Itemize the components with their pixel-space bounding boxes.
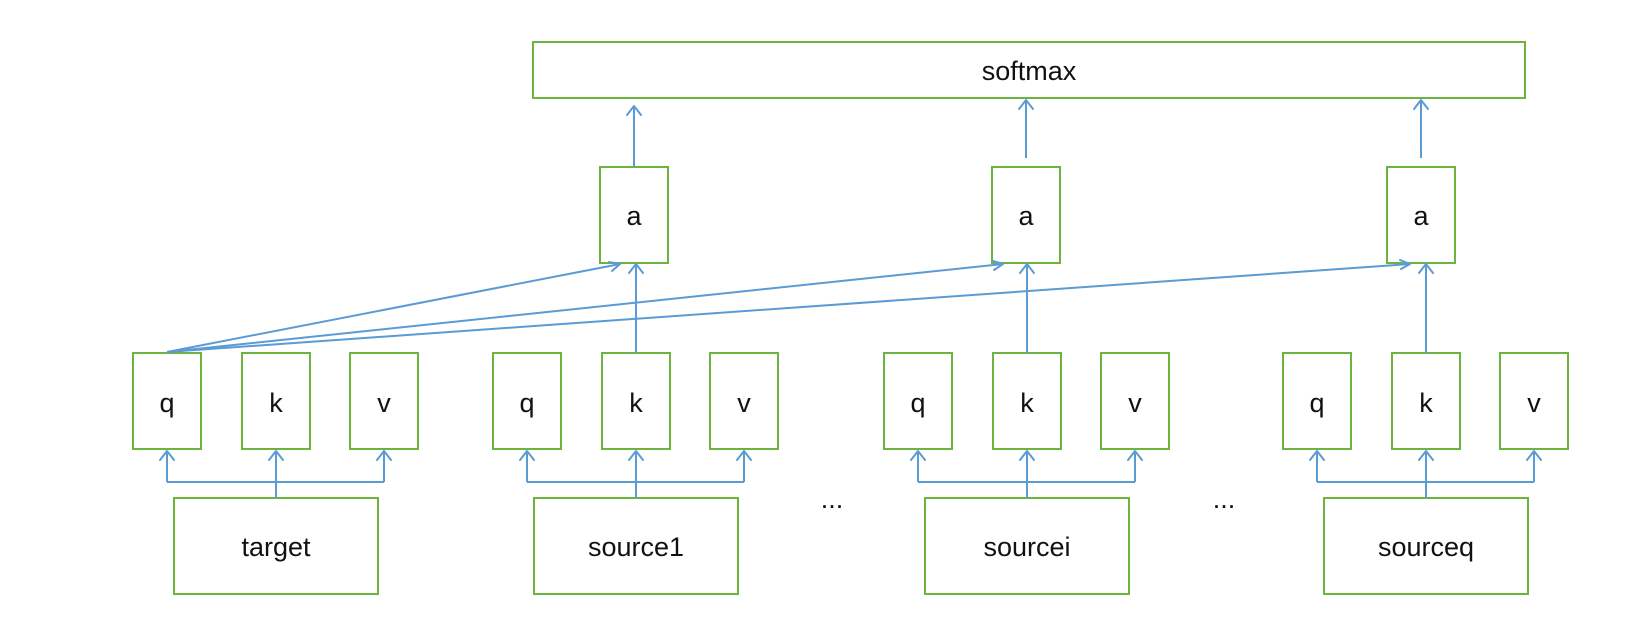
q-label: q (159, 388, 174, 418)
group-sourcei: q k v sourcei (883, 352, 1170, 595)
input-label: sourceq (1378, 532, 1474, 562)
attention-node-2: a (991, 166, 1061, 264)
attention-to-softmax-connectors (626, 99, 1429, 167)
v-node (1499, 352, 1569, 450)
v-node (1100, 352, 1170, 450)
attention-node-3: a (1386, 166, 1456, 264)
attention-label-1: a (626, 201, 642, 231)
v-label: v (737, 388, 751, 418)
group-target: q k v target (132, 352, 419, 595)
k-label: k (1419, 388, 1433, 418)
softmax-node: softmax (532, 41, 1526, 99)
input-label: target (241, 532, 311, 562)
k-label: k (269, 388, 283, 418)
q-label: q (1309, 388, 1324, 418)
input-node (173, 497, 379, 595)
query-to-attention-connectors (166, 259, 1411, 353)
attention-node-1: a (599, 166, 669, 264)
v-label: v (1527, 388, 1541, 418)
k-node (992, 352, 1062, 450)
attention-label-3: a (1413, 201, 1429, 231)
input-connectors (159, 450, 1542, 498)
key-to-attention-connectors (628, 263, 1434, 353)
q-label: q (910, 388, 925, 418)
softmax-label: softmax (982, 56, 1077, 86)
q-node (883, 352, 953, 450)
v-node (349, 352, 419, 450)
k-label: k (1020, 388, 1034, 418)
v-node (709, 352, 779, 450)
v-label: v (377, 388, 391, 418)
q-node (492, 352, 562, 450)
v-label: v (1128, 388, 1142, 418)
ellipsis-1: ... (821, 484, 844, 514)
q-node (132, 352, 202, 450)
k-label: k (629, 388, 643, 418)
attention-label-2: a (1018, 201, 1034, 231)
q-node (1282, 352, 1352, 450)
group-source1: q k v source1 (492, 352, 779, 595)
k-node (241, 352, 311, 450)
input-label: source1 (588, 532, 684, 562)
input-label: sourcei (983, 532, 1070, 562)
ellipsis-2: ... (1213, 484, 1236, 514)
input-node (1323, 497, 1529, 595)
q-label: q (519, 388, 534, 418)
k-node (601, 352, 671, 450)
input-node (533, 497, 739, 595)
input-node (924, 497, 1130, 595)
